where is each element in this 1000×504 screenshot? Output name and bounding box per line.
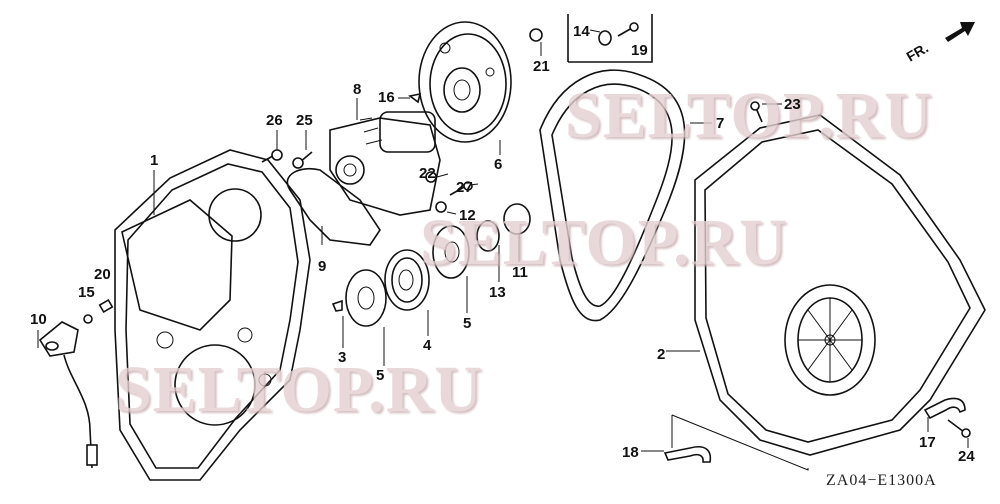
callout-1[interactable]: 1 — [150, 152, 159, 169]
bolts-left — [261, 149, 313, 169]
callout-24[interactable]: 24 — [958, 448, 975, 465]
callout-19[interactable]: 19 — [631, 42, 648, 59]
callout-16[interactable]: 16 — [378, 89, 395, 106]
sensor-bracket-shape — [38, 298, 114, 469]
callout-9[interactable]: 9 — [318, 258, 327, 275]
callout-26[interactable]: 26 — [266, 112, 283, 129]
callout-13[interactable]: 13 — [489, 284, 506, 301]
timing-cover-outer-shape — [694, 114, 986, 456]
callout-21[interactable]: 21 — [533, 58, 550, 75]
callout-22[interactable]: 22 — [419, 165, 436, 182]
callout-10[interactable]: 10 — [30, 311, 47, 328]
watermark: SELTOP.RU — [565, 79, 933, 152]
callout-3[interactable]: 3 — [338, 349, 347, 366]
flange-nut-shape — [529, 28, 543, 42]
cam-pulley-shape — [418, 21, 512, 143]
callout-25[interactable]: 25 — [296, 112, 313, 129]
callout-12[interactable]: 12 — [459, 207, 476, 224]
diagram-code: ZA04−E1300A — [826, 472, 937, 489]
callout-2[interactable]: 2 — [657, 346, 666, 363]
callout-18[interactable]: 18 — [622, 444, 639, 461]
callout-23[interactable]: 23 — [784, 96, 801, 113]
callout-5-upper[interactable]: 5 — [463, 315, 472, 332]
callout-8[interactable]: 8 — [353, 81, 362, 98]
callout-4[interactable]: 4 — [423, 337, 432, 354]
watermark: SELTOP.RU — [115, 353, 483, 426]
timing-cover-inner-shape — [114, 149, 311, 481]
fr-arrow-icon — [945, 22, 975, 42]
callout-20[interactable]: 20 — [94, 266, 111, 283]
crank-gear-shapes — [331, 225, 470, 327]
water-pump-shape — [286, 111, 441, 246]
callout-27[interactable]: 27 — [456, 179, 473, 196]
callout-11[interactable]: 11 — [512, 264, 528, 281]
callout-5-lower[interactable]: 5 — [376, 367, 385, 384]
callout-7[interactable]: 7 — [716, 115, 725, 132]
callout-15[interactable]: 15 — [78, 284, 95, 301]
callout-14[interactable]: 14 — [573, 23, 590, 40]
callout-6[interactable]: 6 — [494, 156, 503, 173]
callout-17[interactable]: 17 — [919, 434, 936, 451]
timing-belt-shape — [539, 69, 686, 322]
watermark: SELTOP.RU — [420, 206, 788, 279]
kit-box — [567, 14, 653, 63]
cam-key-shape — [408, 92, 422, 104]
